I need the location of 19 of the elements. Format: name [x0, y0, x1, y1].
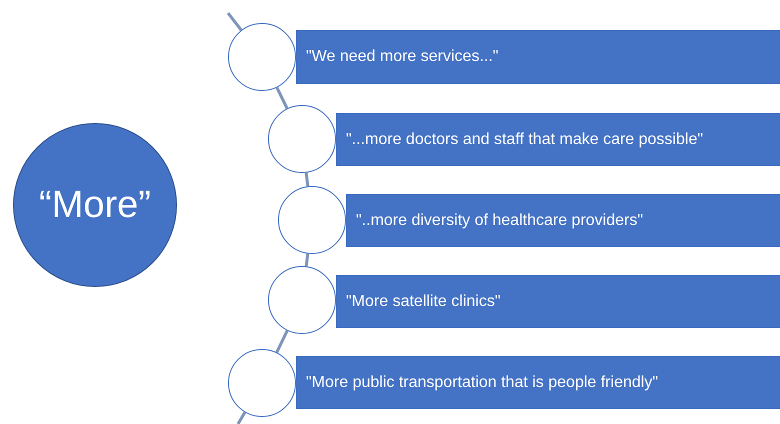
quote-text: "We need more services..."	[306, 48, 498, 66]
quote-banner	[336, 275, 780, 328]
topic-title: “More”	[39, 184, 151, 226]
quote-text: "..more diversity of healthcare providers"	[356, 212, 644, 230]
connector-line	[304, 254, 310, 266]
quote-banner	[336, 113, 780, 166]
quote-banner	[296, 356, 780, 409]
quote-banner	[346, 194, 780, 247]
quote-banner	[296, 30, 780, 84]
connector-line	[276, 86, 288, 110]
timeline-circle	[228, 23, 296, 91]
connector-line	[304, 172, 310, 186]
connector-line	[236, 412, 246, 424]
quote-text: "More public transportation that is people friendly"	[306, 374, 658, 392]
connector-line	[226, 12, 242, 32]
quote-text: "...more doctors and staff that make care possible"	[346, 130, 704, 148]
connector-line	[275, 330, 289, 354]
timeline-circle	[228, 349, 296, 417]
quote-text: "More satellite clinics"	[346, 292, 501, 310]
